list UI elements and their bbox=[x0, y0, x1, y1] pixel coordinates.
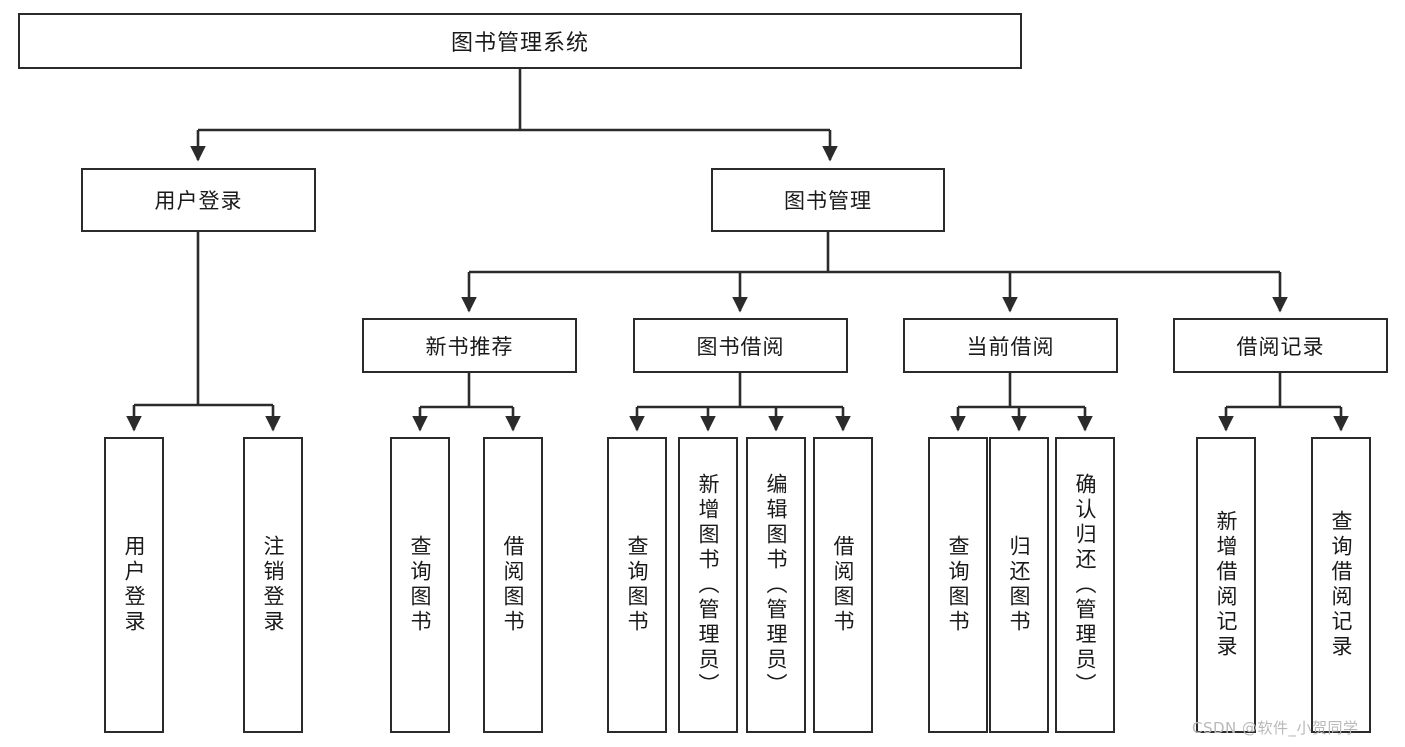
node-leaf-9[interactable]: 归还图书 bbox=[989, 437, 1049, 733]
node-label: 图书借阅 bbox=[696, 334, 785, 359]
node-root[interactable]: 图书管理系统 bbox=[18, 13, 1022, 69]
node-level3-book-borrow[interactable]: 图书借阅 bbox=[633, 318, 848, 373]
node-leaf-12[interactable]: 查询借阅记录 bbox=[1311, 437, 1371, 733]
node-label: 查询图书 bbox=[625, 535, 650, 635]
node-label: 归还图书 bbox=[1007, 535, 1032, 635]
node-level2-user-login[interactable]: 用户登录 bbox=[81, 168, 316, 232]
node-level3-current-borrow[interactable]: 当前借阅 bbox=[903, 318, 1118, 373]
node-label: 借阅图书 bbox=[831, 535, 856, 635]
node-label: 查询借阅记录 bbox=[1329, 510, 1354, 660]
node-leaf-6[interactable]: 编辑图书（管理员） bbox=[746, 437, 806, 733]
node-leaf-7[interactable]: 借阅图书 bbox=[813, 437, 873, 733]
node-leaf-10[interactable]: 确认归还（管理员） bbox=[1055, 437, 1115, 733]
node-label: 新书推荐 bbox=[425, 334, 514, 359]
node-level3-new-book-recommendation[interactable]: 新书推荐 bbox=[362, 318, 577, 373]
node-label: 新增图书（管理员） bbox=[696, 472, 721, 698]
node-leaf-8[interactable]: 查询图书 bbox=[928, 437, 988, 733]
node-label: 编辑图书（管理员） bbox=[764, 472, 789, 698]
node-label: 图书管理系统 bbox=[450, 31, 589, 56]
node-label: 查询图书 bbox=[408, 535, 433, 635]
node-leaf-0[interactable]: 用户登录 bbox=[104, 437, 164, 733]
node-label: 注销登录 bbox=[261, 535, 286, 635]
node-label: 确认归还（管理员） bbox=[1073, 472, 1098, 698]
node-label: 新增借阅记录 bbox=[1214, 510, 1239, 660]
node-label: 借阅记录 bbox=[1236, 334, 1325, 359]
node-label: 查询图书 bbox=[946, 535, 971, 635]
node-label: 借阅图书 bbox=[501, 535, 526, 635]
node-label: 当前借阅 bbox=[966, 334, 1055, 359]
node-leaf-3[interactable]: 借阅图书 bbox=[483, 437, 543, 733]
node-label: 用户登录 bbox=[122, 535, 147, 635]
node-label: 用户登录 bbox=[154, 189, 243, 213]
csdn-watermark: CSDN @软件_小贺同学 bbox=[1192, 719, 1359, 737]
node-leaf-5[interactable]: 新增图书（管理员） bbox=[678, 437, 738, 733]
node-level2-book-management[interactable]: 图书管理 bbox=[711, 168, 945, 232]
node-leaf-4[interactable]: 查询图书 bbox=[607, 437, 667, 733]
node-leaf-2[interactable]: 查询图书 bbox=[390, 437, 450, 733]
node-level3-borrow-records[interactable]: 借阅记录 bbox=[1173, 318, 1388, 373]
node-leaf-1[interactable]: 注销登录 bbox=[243, 437, 303, 733]
node-leaf-11[interactable]: 新增借阅记录 bbox=[1196, 437, 1256, 733]
node-label: 图书管理 bbox=[784, 189, 872, 213]
